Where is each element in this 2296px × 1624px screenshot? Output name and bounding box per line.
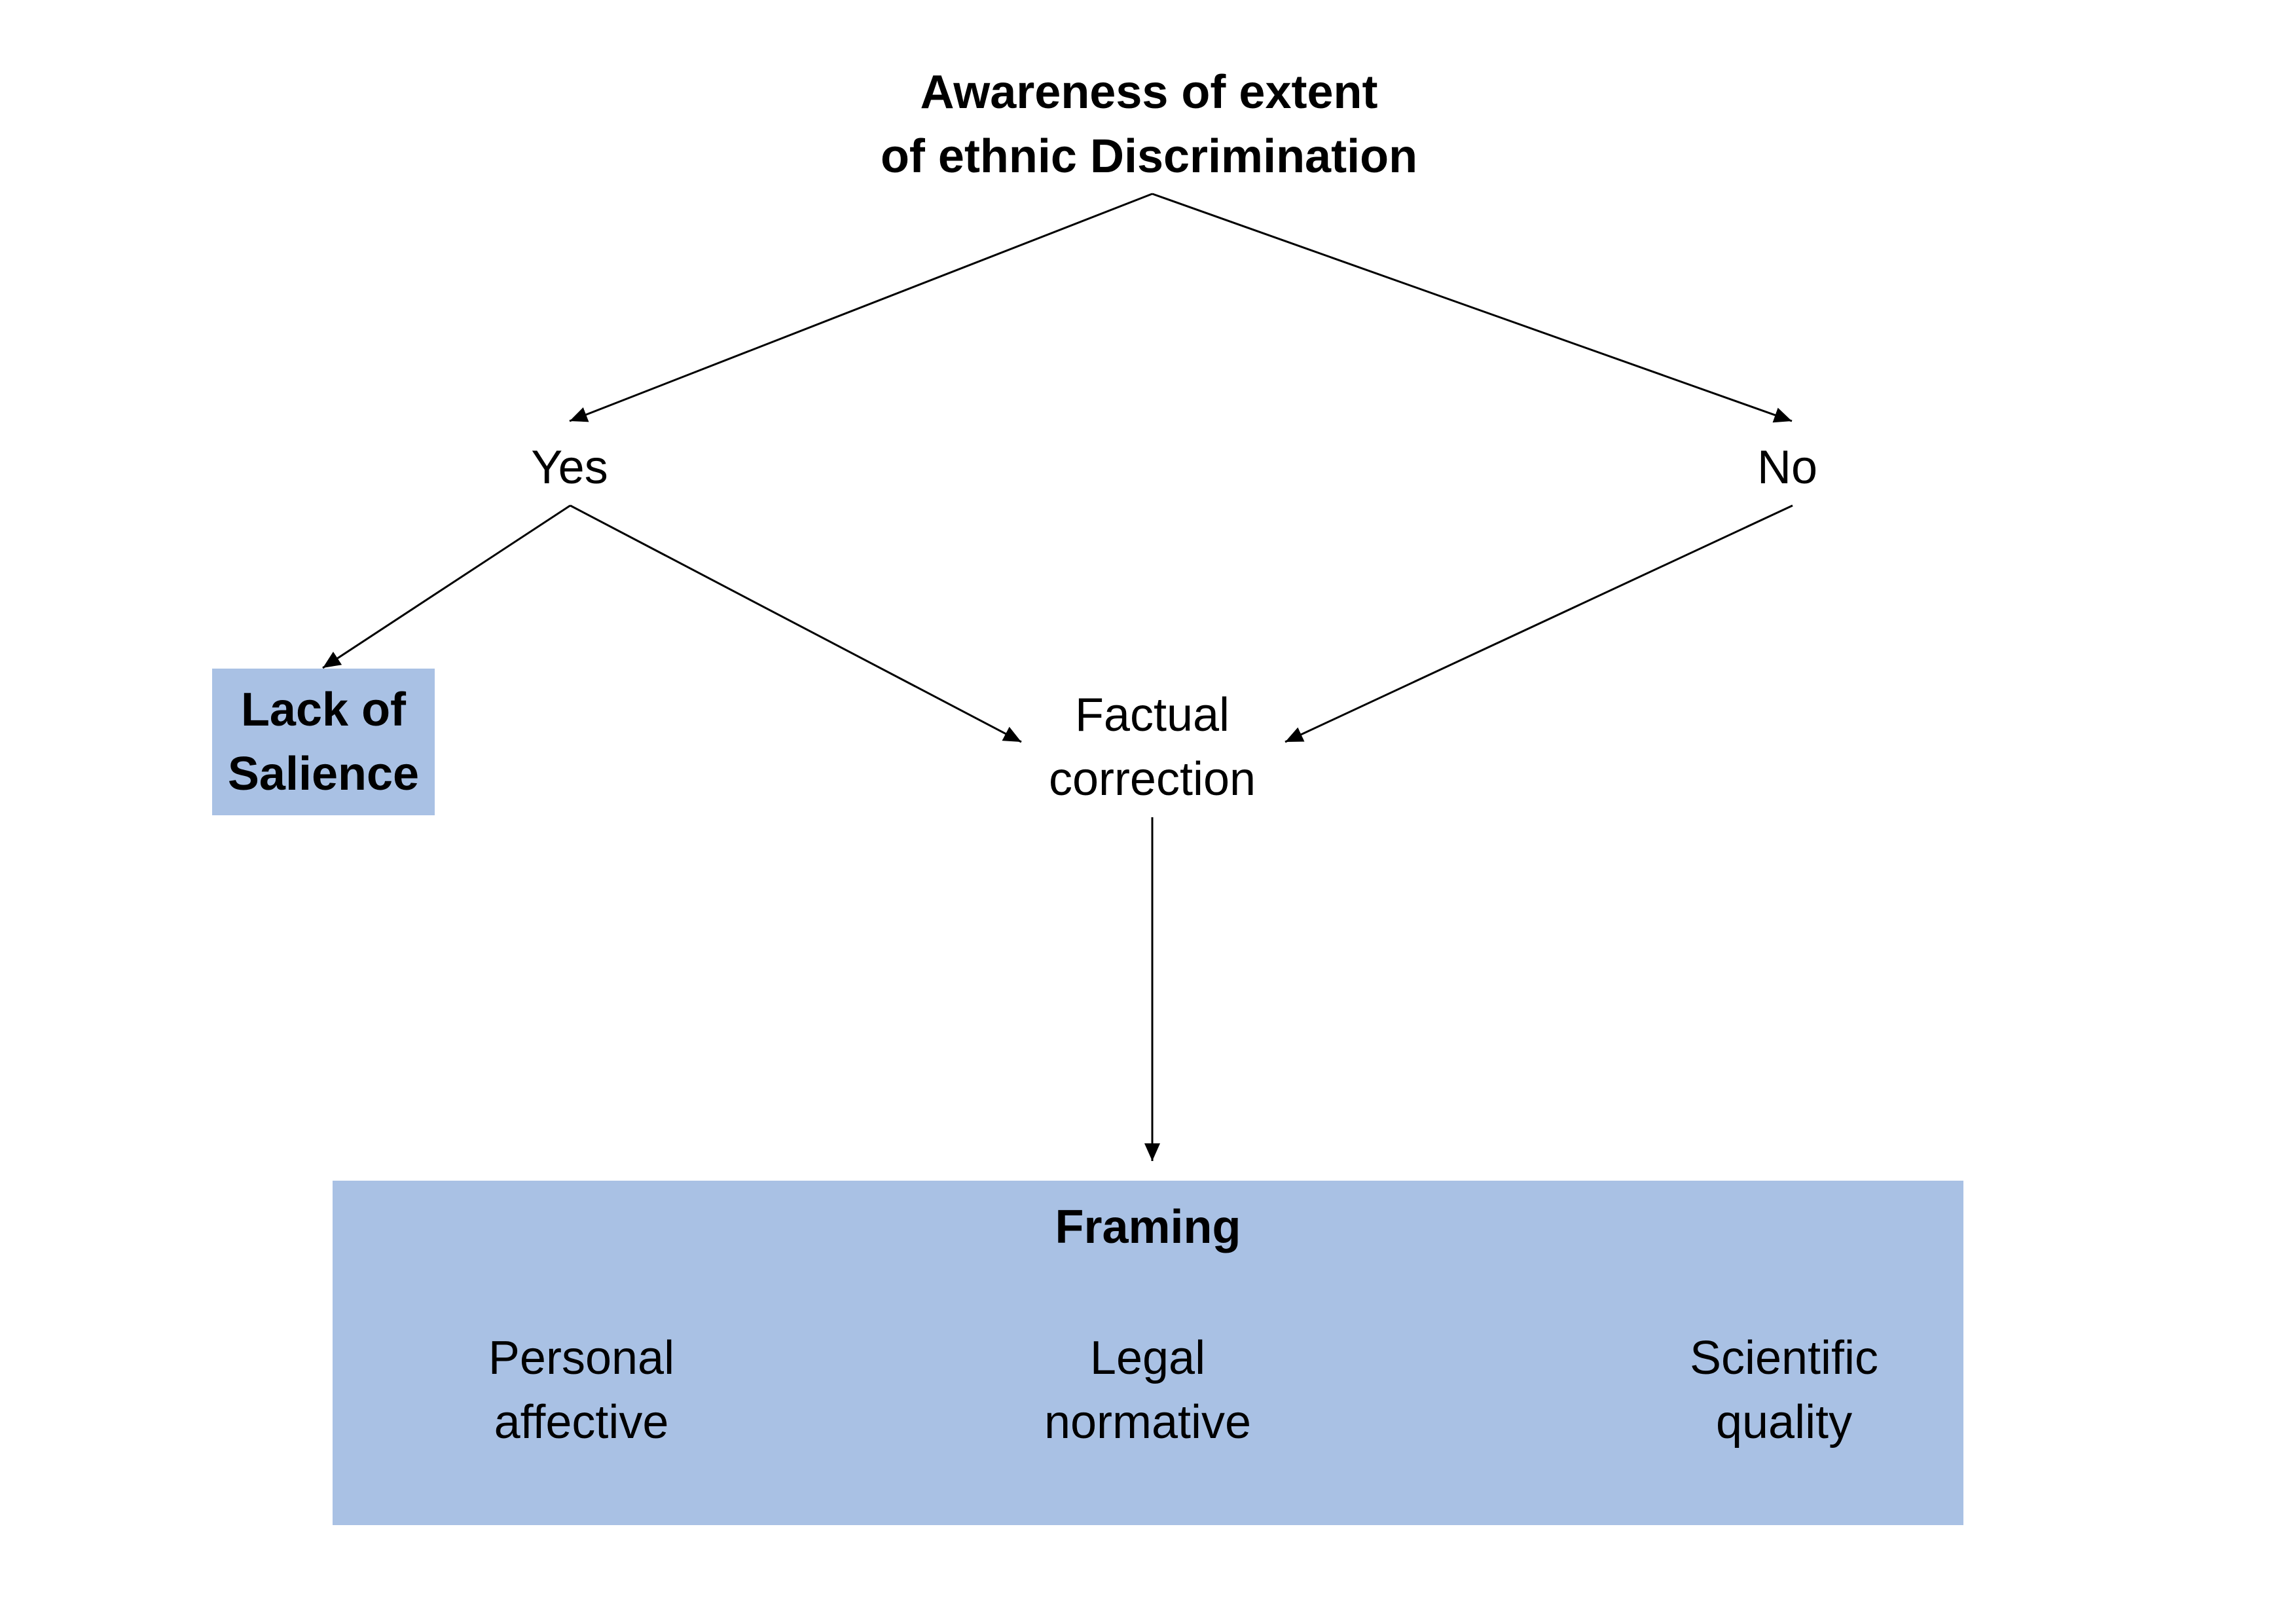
factual-correction-node: Factual correction (1021, 683, 1283, 811)
framing-option-line-1: Scientific (1689, 1332, 1879, 1384)
arrow-root-to-no (1152, 193, 1793, 423)
lack-of-salience-label: Lack of Salience (212, 678, 435, 806)
branch-yes-label: Yes (504, 435, 635, 500)
framing-option-line-2: affective (494, 1396, 669, 1449)
branch-no-label: No (1722, 435, 1853, 500)
framing-option-line-2: quality (1715, 1396, 1853, 1449)
framing-title-text: Framing (1055, 1201, 1241, 1253)
arrow-yes-to-factual-correction (570, 504, 1022, 743)
arrow-yes-to-lack-of-salience (322, 504, 571, 669)
arrow-no-to-factual-correction (1285, 504, 1793, 743)
framing-option-personal-affective: Personal affective (418, 1326, 745, 1454)
lack-of-salience-line-2: Salience (227, 748, 420, 800)
framing-option-legal-normative: Legal normative (984, 1326, 1311, 1454)
framing-option-line-1: Personal (488, 1332, 675, 1384)
lack-of-salience-box: Lack of Salience (212, 669, 435, 815)
framing-option-scientific-quality: Scientific quality (1620, 1326, 1948, 1454)
root-node-line-2: of ethnic Discrimination (880, 130, 1418, 183)
branch-no-text: No (1757, 441, 1818, 494)
root-node-awareness: Awareness of extent of ethnic Discrimina… (818, 60, 1480, 189)
lack-of-salience-line-1: Lack of (240, 684, 407, 736)
framing-box: Framing Personal affective Legal normati… (333, 1181, 1963, 1525)
factual-correction-line-2: correction (1048, 753, 1256, 805)
root-node-line-1: Awareness of extent (920, 66, 1378, 119)
factual-correction-line-1: Factual (1074, 689, 1230, 741)
arrow-root-to-yes (569, 193, 1153, 422)
framing-option-line-2: normative (1044, 1396, 1252, 1449)
framing-option-line-1: Legal (1089, 1332, 1206, 1384)
framing-title: Framing (333, 1195, 1963, 1259)
branch-yes-text: Yes (531, 441, 608, 494)
